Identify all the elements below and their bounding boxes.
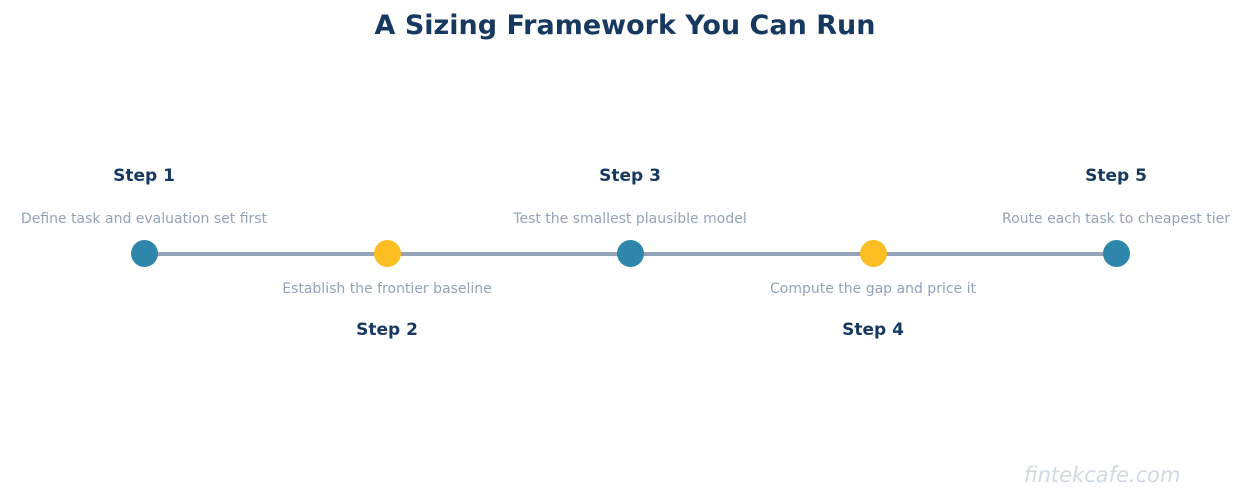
step-5-description: Route each task to cheapest tier — [1002, 211, 1230, 227]
watermark: fintekcafe.com — [1024, 463, 1181, 487]
step-2-label: Step 2 — [356, 320, 418, 340]
step-3-label: Step 3 — [599, 166, 661, 186]
step-2-marker — [374, 240, 401, 267]
step-3-marker — [617, 240, 644, 267]
step-3-description: Test the smallest plausible model — [513, 211, 747, 227]
diagram-title: A Sizing Framework You Can Run — [374, 10, 876, 41]
step-1-label: Step 1 — [113, 166, 175, 186]
step-4-description: Compute the gap and price it — [770, 281, 976, 297]
step-1-description: Define task and evaluation set first — [20, 211, 268, 227]
step-4-marker — [860, 240, 887, 267]
step-1-marker — [131, 240, 158, 267]
step-5-label: Step 5 — [1085, 166, 1147, 186]
step-4-label: Step 4 — [842, 320, 904, 340]
step-5-marker — [1103, 240, 1130, 267]
step-2-description: Establish the frontier baseline — [282, 281, 492, 297]
